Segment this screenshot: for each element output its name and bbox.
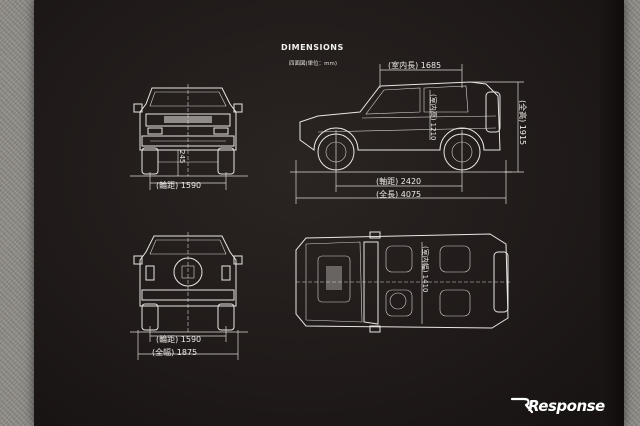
- side-view-drawing: [290, 64, 524, 204]
- overall-width-label: (全幅) 1875: [152, 348, 198, 357]
- interior-width-label: (室内幅) 1410: [421, 246, 429, 293]
- front-view-drawing: [130, 84, 248, 190]
- page-title: DIMENSIONS: [281, 43, 344, 52]
- overall-length-label: (全長) 4075: [376, 190, 422, 199]
- rear-tread-label: (輪距) 1590: [156, 335, 202, 344]
- top-view-drawing: [295, 231, 512, 333]
- board-edge: [600, 0, 624, 426]
- blueprint-board: [34, 0, 624, 426]
- rear-view-drawing: [130, 232, 248, 360]
- ground-clearance-label: 245: [178, 150, 186, 164]
- interior-length-label: (室内長) 1685: [388, 61, 442, 70]
- response-watermark: Response: [510, 393, 626, 417]
- interior-height-label: (室内高) 1210: [429, 94, 437, 141]
- front-tread-label: (輪距) 1590: [156, 181, 202, 190]
- response-logo-text: Response: [528, 397, 605, 415]
- wheelbase-label: (軸距) 2420: [376, 177, 422, 186]
- page-subtitle: 四面図(単位：mm): [289, 61, 338, 67]
- overall-height-label: (全高) 1915: [518, 100, 527, 146]
- response-logo-icon: Response: [510, 397, 606, 415]
